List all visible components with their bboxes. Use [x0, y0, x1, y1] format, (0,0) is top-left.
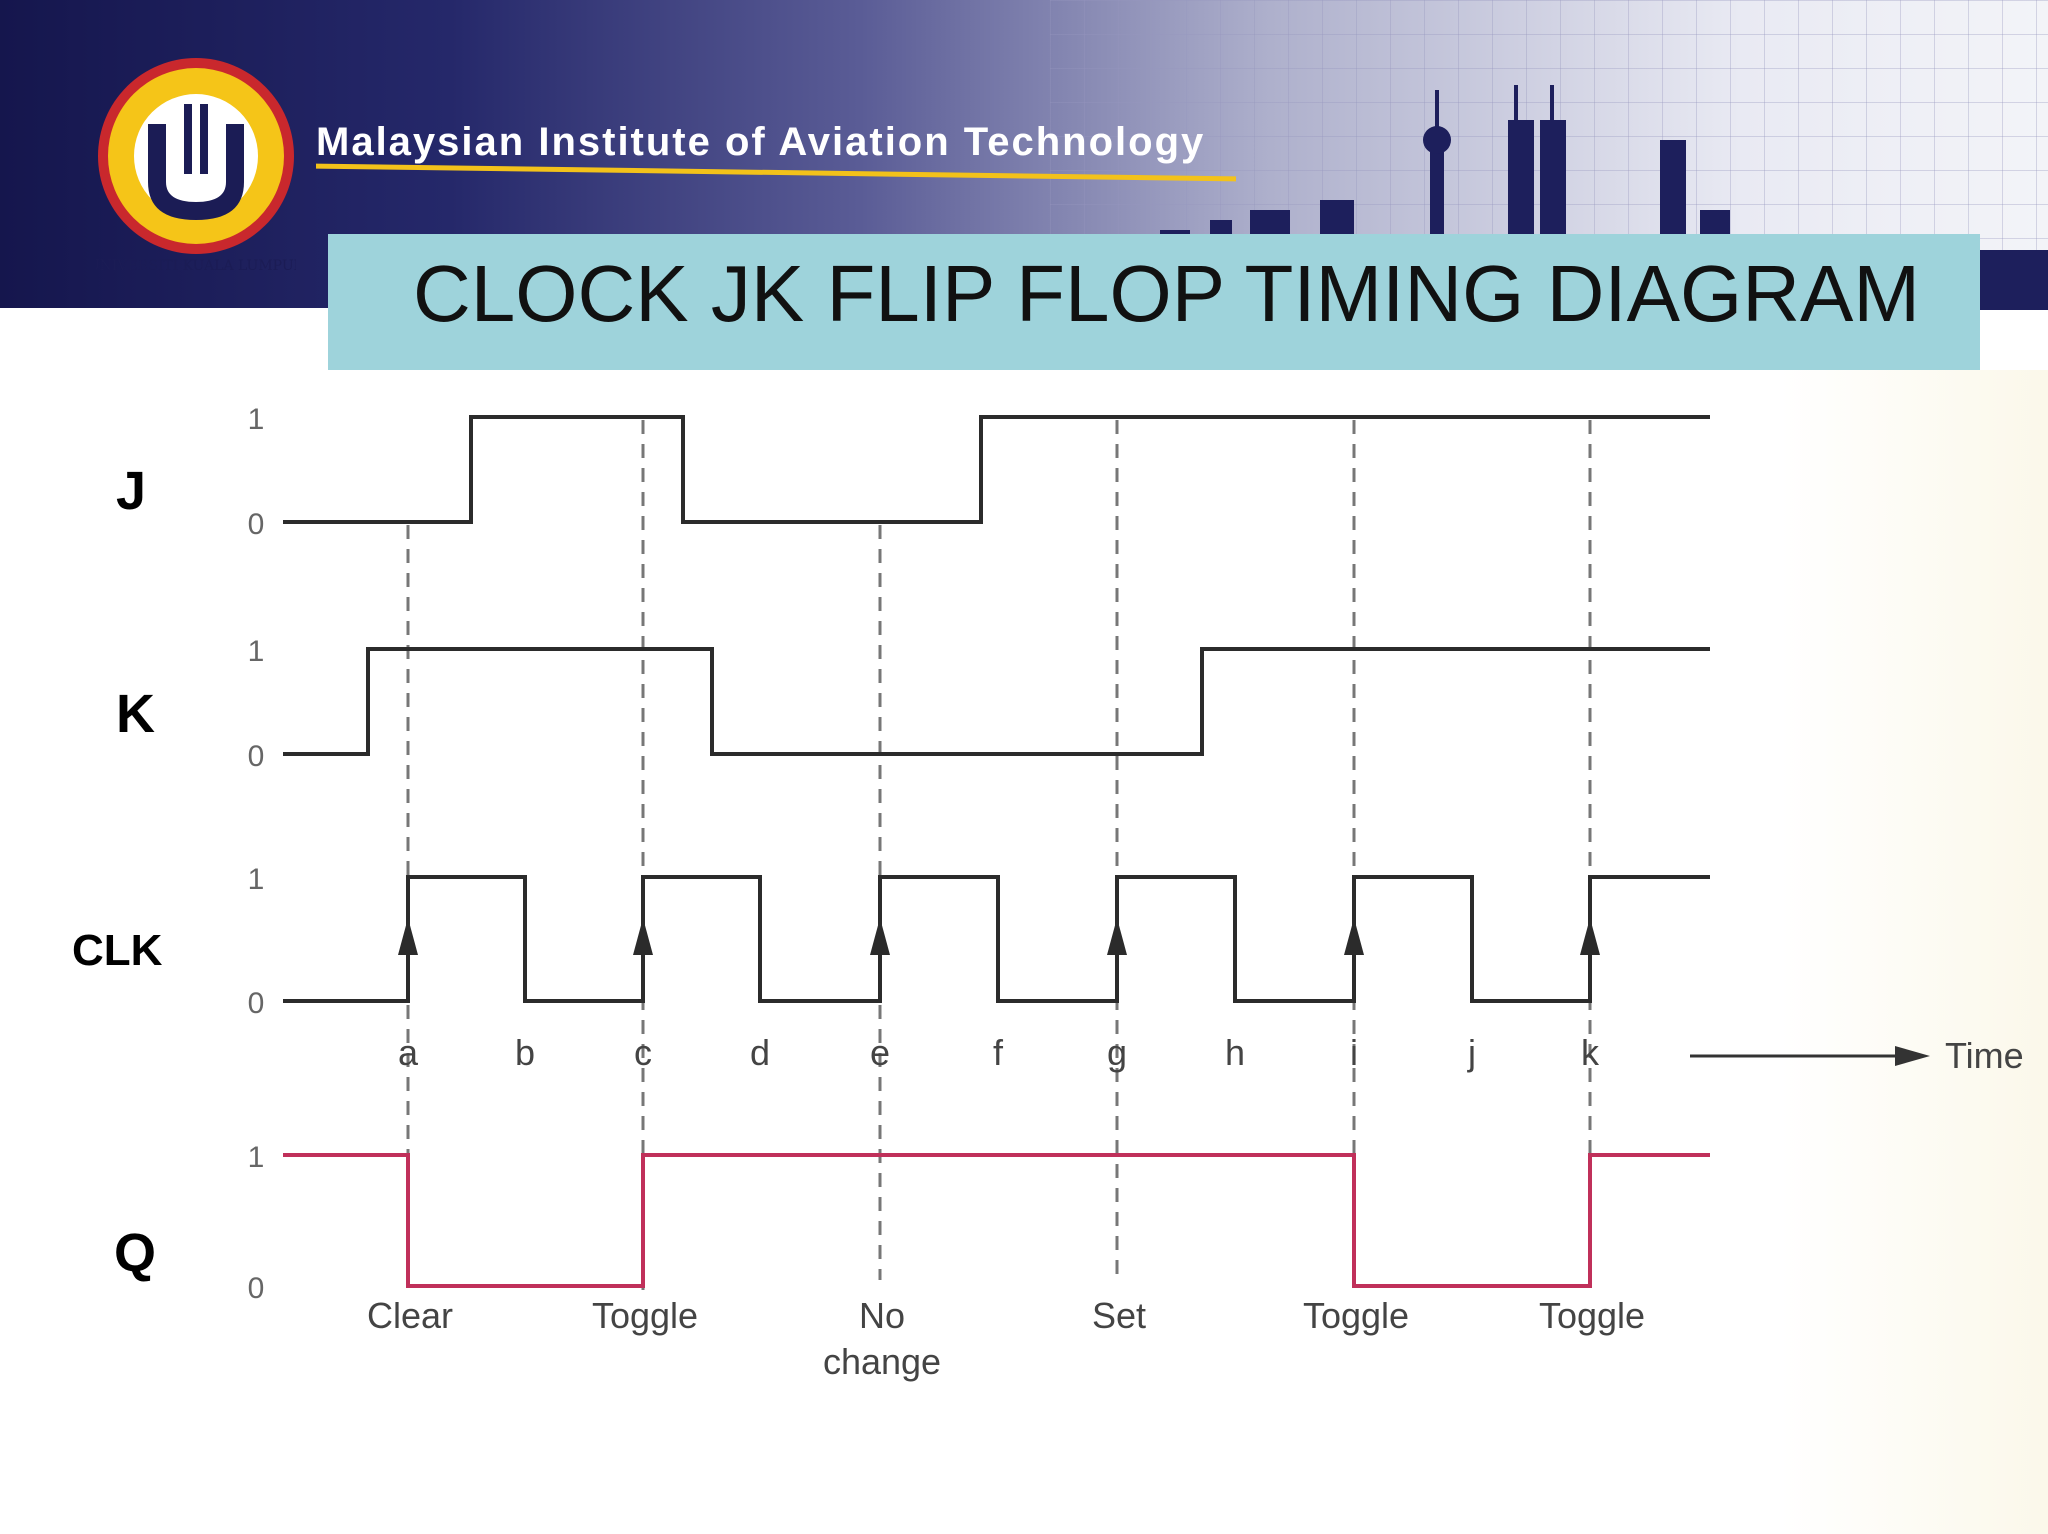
time-arrow-icon — [1895, 1046, 1930, 1066]
rising-edge-arrow-i — [1344, 918, 1364, 955]
header-banner: UNIVERSITI KUALA LUMPUR Malaysian Instit… — [0, 0, 2048, 310]
signal-name-clk: CLK — [72, 926, 163, 975]
level-label-low-j: 0 — [248, 508, 265, 541]
event-label-g: Set — [1092, 1295, 1146, 1336]
event-label-c: Toggle — [592, 1295, 698, 1336]
university-logo: UNIVERSITI KUALA LUMPUR — [96, 58, 296, 274]
institute-name: Malaysian Institute of Aviation Technolo… — [316, 120, 1206, 164]
clock-point-c: c — [634, 1032, 652, 1073]
event-label-e: No — [859, 1295, 905, 1336]
event-label-k: Toggle — [1539, 1295, 1645, 1336]
signal-name-k: K — [116, 684, 155, 744]
clock-point-e: e — [870, 1032, 890, 1073]
level-label-low-clk: 0 — [248, 987, 265, 1020]
rising-edge-arrow-g — [1107, 918, 1127, 955]
time-label: Time — [1945, 1035, 2024, 1076]
clock-point-d: d — [750, 1032, 770, 1073]
signal-name-j: J — [116, 461, 147, 521]
level-label-low-k: 0 — [248, 740, 265, 773]
level-label-high-k: 1 — [248, 635, 265, 668]
event-label-e-line2: change — [823, 1341, 941, 1382]
slide-title: CLOCK JK FLIP FLOP TIMING DIAGRAM — [413, 249, 1920, 338]
level-label-low-q: 0 — [248, 1272, 265, 1305]
trace-k — [283, 647, 1710, 756]
clock-point-k: k — [1581, 1032, 1600, 1073]
signal-name-q: Q — [114, 1223, 157, 1283]
clock-point-h: h — [1225, 1032, 1245, 1073]
clock-point-g: g — [1107, 1032, 1127, 1073]
clock-point-j: j — [1467, 1032, 1476, 1073]
event-label-a: Clear — [367, 1295, 453, 1336]
level-label-high-q: 1 — [248, 1141, 265, 1174]
title-bar — [328, 234, 1980, 370]
clock-point-i: i — [1350, 1032, 1358, 1073]
rising-edge-arrow-c — [633, 918, 653, 955]
trace-q — [283, 1153, 1710, 1288]
level-label-high-clk: 1 — [248, 863, 265, 896]
rising-edge-arrow-e — [870, 918, 890, 955]
trace-j — [283, 415, 1710, 524]
event-label-i: Toggle — [1303, 1295, 1409, 1336]
background-fade — [1780, 370, 2048, 1534]
clock-point-a: a — [398, 1032, 419, 1073]
level-label-high-j: 1 — [248, 403, 265, 436]
trace-clk — [283, 875, 1710, 1003]
clock-point-f: f — [993, 1032, 1004, 1073]
clock-point-b: b — [515, 1032, 535, 1073]
rising-edge-arrow-a — [398, 918, 418, 955]
logo-text: UNIVERSITI KUALA LUMPUR — [96, 258, 296, 274]
rising-edge-arrow-k — [1580, 918, 1600, 955]
